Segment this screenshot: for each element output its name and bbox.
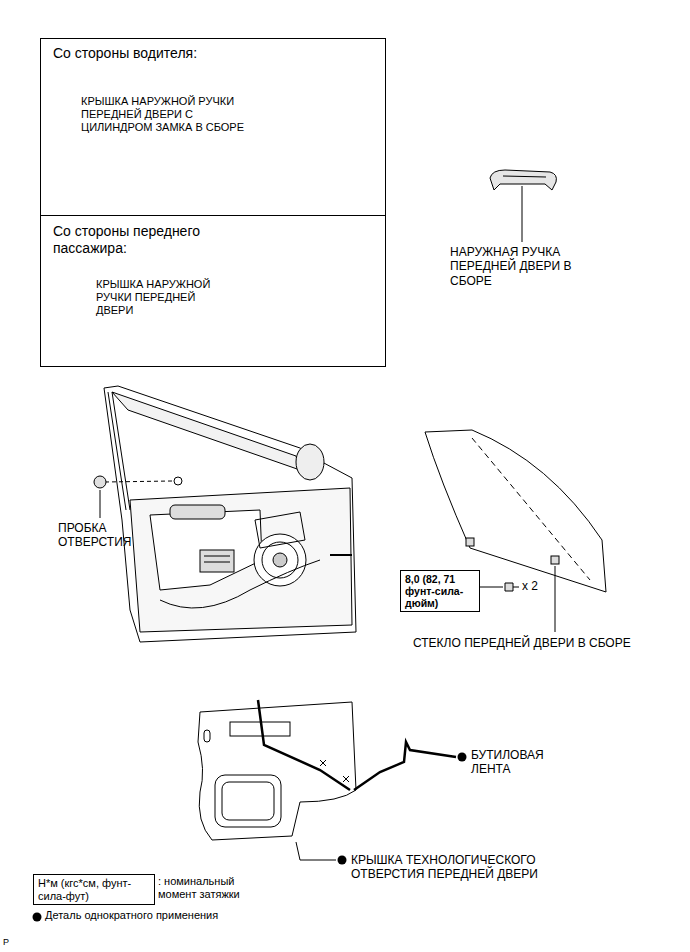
passenger-side-panel: Со стороны переднего пассажира: КРЫШКА НА… <box>40 215 386 367</box>
service-hole-cover <box>198 700 456 860</box>
part-name: КРЫШКА ТЕХНОЛОГИЧЕСКОГО ОТВЕРСТИЯ ПЕРЕДН… <box>351 853 571 882</box>
single-use-mark <box>338 856 347 865</box>
legend-text: Деталь однократного применения <box>45 909 218 922</box>
single-use-mark <box>458 753 467 762</box>
torque-value: Н*м (кгс*см, фунт-сила-фут) <box>38 877 150 902</box>
torque-box: 8,0 (82, 71 фунт-сила-дюйм) <box>400 570 480 612</box>
driver-side-panel: Со стороны водителя: КРЫШКА НАРУЖНОЙ РУЧК… <box>40 38 386 216</box>
hole-plug-icon <box>94 476 106 518</box>
outer-handle-icon <box>490 170 556 242</box>
part-name: НАРУЖНАЯ РУЧКА ПЕРЕДНЕЙ ДВЕРИ В СБОРЕ <box>450 245 610 288</box>
part-name: СТЕКЛО ПЕРЕДНЕЙ ДВЕРИ В СБОРЕ <box>413 636 631 650</box>
part-name: КРЫШКА НАРУЖНОЙ РУЧКИ ПЕРЕДНЕЙ ДВЕРИ С Ц… <box>81 95 259 135</box>
legend-note: : номинальный момент затяжки <box>158 875 268 901</box>
section-heading: Со стороны переднего пассажира: <box>53 223 238 257</box>
figure-code: P <box>3 937 9 948</box>
part-name: БУТИЛОВАЯ ЛЕНТА <box>471 748 566 777</box>
legend-sample-dot <box>33 913 42 922</box>
torque-value: 8,0 (82, 71 фунт-сила-дюйм) <box>405 573 475 609</box>
leader-line <box>522 186 523 242</box>
part-name: КРЫШКА НАРУЖНОЙ РУЧКИ ПЕРЕДНЕЙ ДВЕРИ <box>96 278 228 318</box>
part-name: ПРОБКА ОТВЕРСТИЯ <box>58 521 143 550</box>
torque-legend-box: Н*м (кгс*см, фунт-сила-фут) <box>33 874 155 905</box>
front-door-panel <box>104 386 356 642</box>
quantity-label: x 2 <box>522 579 538 593</box>
section-heading: Со стороны водителя: <box>53 45 353 62</box>
